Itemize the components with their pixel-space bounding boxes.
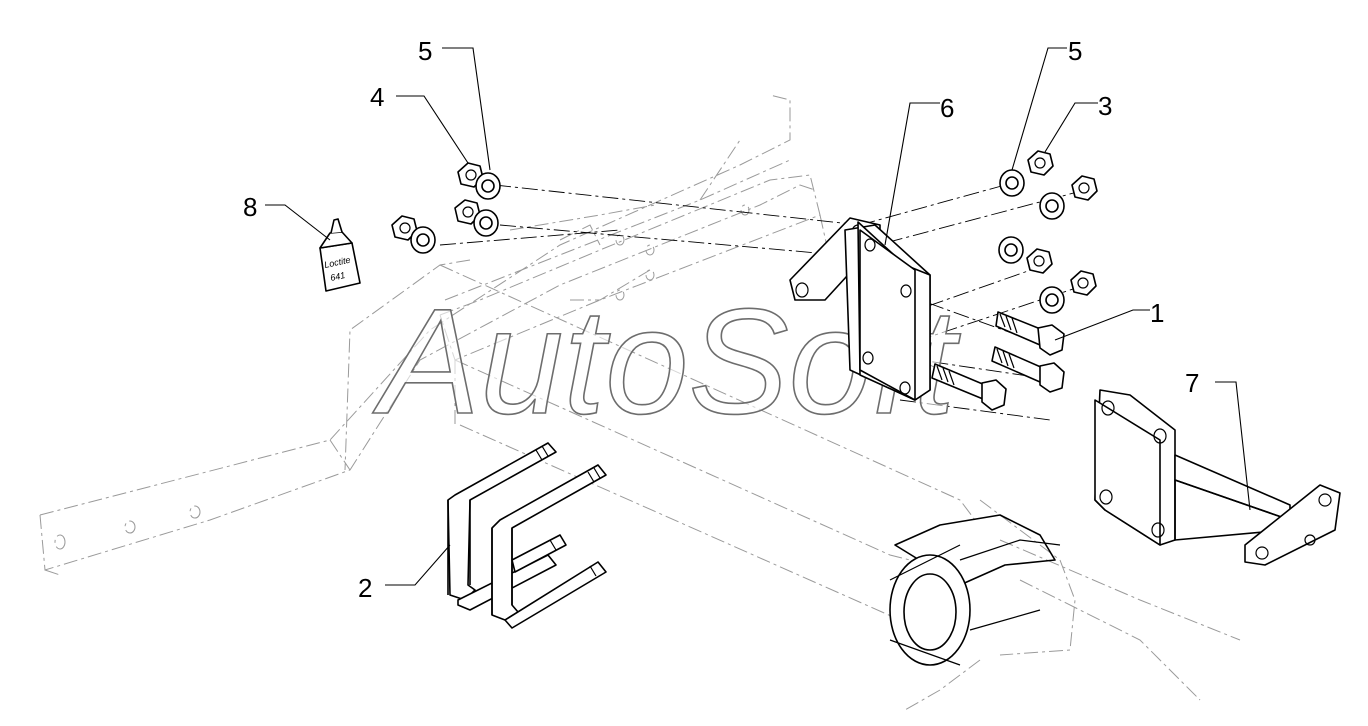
nut-right-4 bbox=[1070, 270, 1097, 296]
nuts-and-washers bbox=[391, 150, 1098, 314]
bolt-1 bbox=[995, 311, 1065, 356]
callouts: 5 4 8 6 5 3 1 7 2 bbox=[243, 36, 1251, 603]
bolt-3 bbox=[931, 363, 1007, 411]
bolts-part-1 bbox=[931, 311, 1065, 411]
callout-7: 7 bbox=[1185, 368, 1199, 398]
loctite-bottle-part-8: Loctite 641 bbox=[319, 218, 361, 292]
u-bolts-part-2 bbox=[447, 442, 607, 629]
spacer-bracket-part-7 bbox=[1094, 389, 1341, 566]
washer-part-5-right bbox=[999, 169, 1025, 197]
washer-right-4 bbox=[1039, 286, 1065, 314]
washer-right-2 bbox=[1039, 192, 1065, 220]
washer-left-2 bbox=[473, 209, 499, 237]
callout-5-left: 5 bbox=[418, 36, 432, 66]
bracket-plate-part-6 bbox=[789, 217, 931, 401]
callout-4: 4 bbox=[370, 82, 384, 112]
washer-part-5 bbox=[475, 172, 501, 200]
washer-right-3 bbox=[998, 236, 1024, 264]
nut-right-3 bbox=[1026, 248, 1053, 274]
phantom-frame bbox=[39, 94, 1241, 711]
bolt-2 bbox=[991, 346, 1065, 393]
nut-right-2 bbox=[1071, 175, 1098, 201]
loctite-code-label: 641 bbox=[329, 270, 346, 283]
washer-left-3 bbox=[410, 226, 436, 254]
nut-part-3 bbox=[1027, 150, 1054, 176]
callout-8: 8 bbox=[243, 192, 257, 222]
callout-6: 6 bbox=[940, 93, 954, 123]
callout-5-right: 5 bbox=[1068, 36, 1082, 66]
callout-3: 3 bbox=[1098, 91, 1112, 121]
u-bolt-rear bbox=[491, 464, 607, 629]
callout-2: 2 bbox=[358, 573, 372, 603]
axle-beam bbox=[889, 514, 1061, 666]
callout-1: 1 bbox=[1150, 298, 1164, 328]
